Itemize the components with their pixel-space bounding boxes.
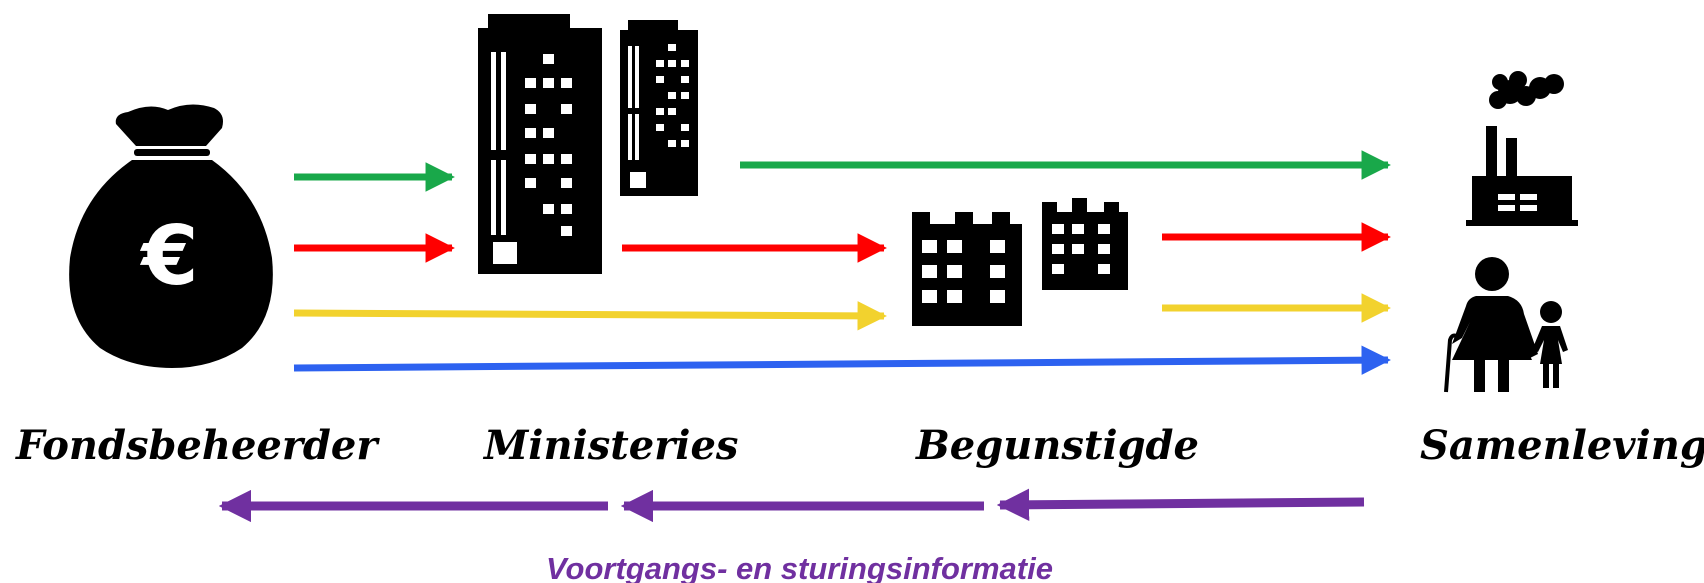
- arrow-blue-fund-to-society: [293, 345, 1391, 375]
- apartment-blocks-icon: [912, 198, 1128, 326]
- label-beneficiaries: Begunstigde: [916, 422, 1199, 469]
- label-society: Samenleving: [1420, 422, 1704, 469]
- factory-icon: [1466, 71, 1578, 226]
- office-buildings-icon: [478, 14, 698, 274]
- flow-arrows: [218, 150, 1391, 523]
- arrow-purple-society-to-beneficiaries: [996, 488, 1365, 521]
- euro-symbol: €: [139, 209, 198, 304]
- people-icon: [1444, 257, 1568, 393]
- label-fund-manager: Fondsbeheerder: [16, 422, 378, 469]
- feedback-caption: Voortgangs- en sturingsinformatie: [546, 551, 1053, 583]
- arrow-yellow-fund-to-beneficiaries: [293, 301, 887, 331]
- money-bag-euro-icon: €: [69, 104, 273, 368]
- label-ministries: Ministeries: [484, 422, 739, 469]
